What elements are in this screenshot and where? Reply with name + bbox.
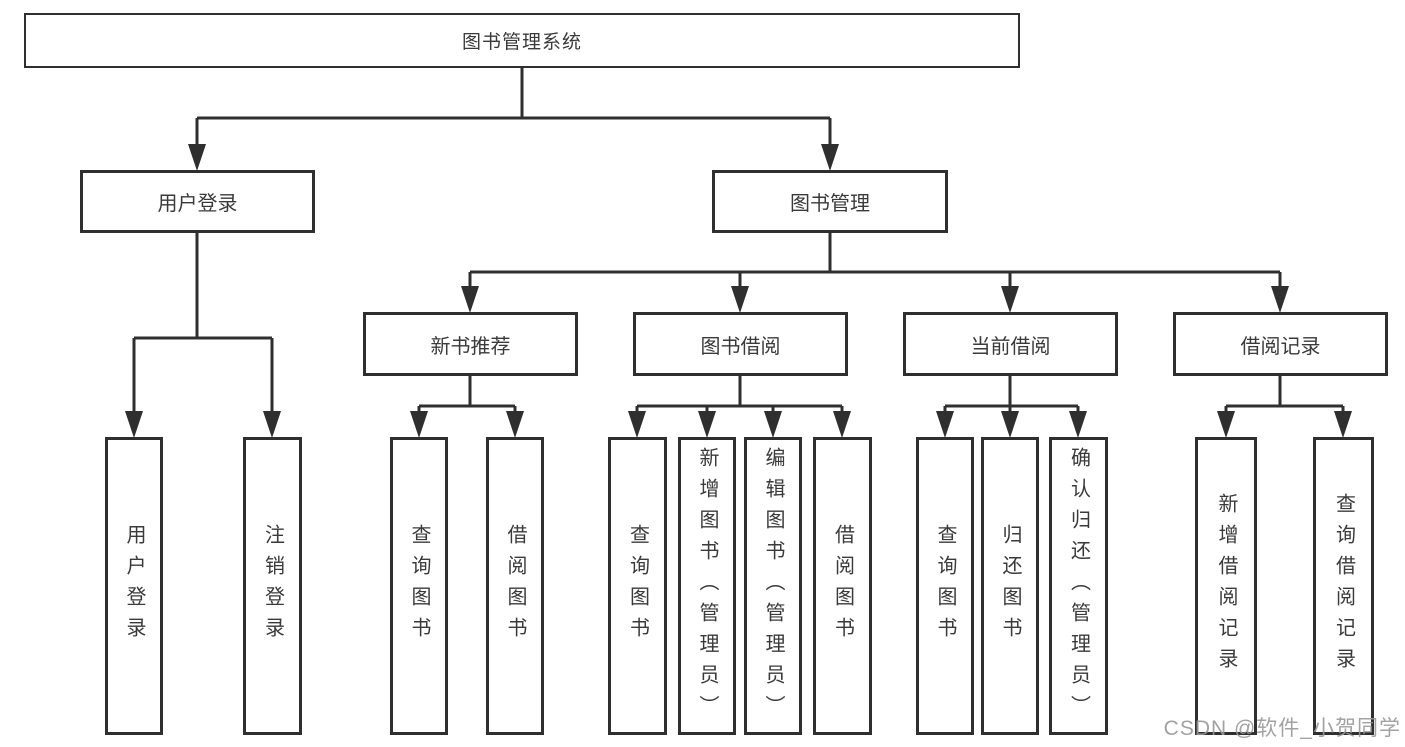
node-library-management-system: 图书管理系统 (24, 13, 1020, 68)
leaf-user-login: 用户登录 (105, 437, 163, 735)
node-label: 当前借阅 (970, 335, 1051, 358)
leaf-query-borrow-record: 查询借阅记录 (1313, 437, 1374, 735)
leaf-borrow-books-recommend: 借阅图书 (486, 437, 544, 735)
leaf-return-books: 归还图书 (981, 437, 1039, 735)
leaf-query-books-recommend: 查询图书 (390, 437, 448, 735)
leaf-query-books: 查询图书 (608, 437, 667, 735)
node-book-management: 图书管理 (712, 170, 948, 233)
node-label: 图书管理 (790, 193, 870, 215)
node-label: 查询图书 (408, 524, 430, 648)
node-label: 用户登录 (157, 193, 238, 215)
node-label: 借阅图书 (831, 524, 854, 648)
leaf-add-books-admin: 新增图书（管理员） (678, 437, 736, 735)
node-label: 确认归还（管理员） (1067, 446, 1090, 726)
csdn-watermark: CSDN @软件_小贺同学 (1163, 717, 1401, 740)
node-label: 查询图书 (934, 524, 956, 648)
node-label: 借阅图书 (504, 524, 526, 648)
leaf-add-borrow-record: 新增借阅记录 (1195, 437, 1257, 735)
leaf-query-books-current: 查询图书 (916, 437, 974, 735)
node-new-book-recommend: 新书推荐 (363, 312, 578, 376)
leaf-edit-books-admin: 编辑图书（管理员） (744, 437, 802, 735)
node-label: 借阅记录 (1240, 335, 1321, 358)
node-label: 图书借阅 (700, 335, 781, 358)
node-label: 归还图书 (999, 524, 1021, 648)
leaf-borrow-books: 借阅图书 (813, 437, 872, 735)
node-label: 编辑图书（管理员） (762, 446, 784, 726)
node-label: 查询图书 (626, 524, 649, 648)
leaf-confirm-return-admin: 确认归还（管理员） (1049, 437, 1108, 735)
node-label: 图书管理系统 (461, 32, 582, 53)
node-borrow-records: 借阅记录 (1173, 312, 1388, 376)
leaf-logout: 注销登录 (243, 437, 302, 735)
node-label: 用户登录 (123, 524, 145, 648)
node-current-borrow: 当前借阅 (903, 312, 1118, 376)
node-label: 新增借阅记录 (1215, 493, 1237, 679)
node-label: 注销登录 (261, 524, 284, 648)
node-label: 查询借阅记录 (1332, 493, 1355, 679)
node-user-login: 用户登录 (80, 170, 315, 233)
node-label: 新书推荐 (430, 335, 511, 358)
node-book-borrow: 图书借阅 (633, 312, 848, 376)
node-label: 新增图书（管理员） (696, 446, 718, 726)
